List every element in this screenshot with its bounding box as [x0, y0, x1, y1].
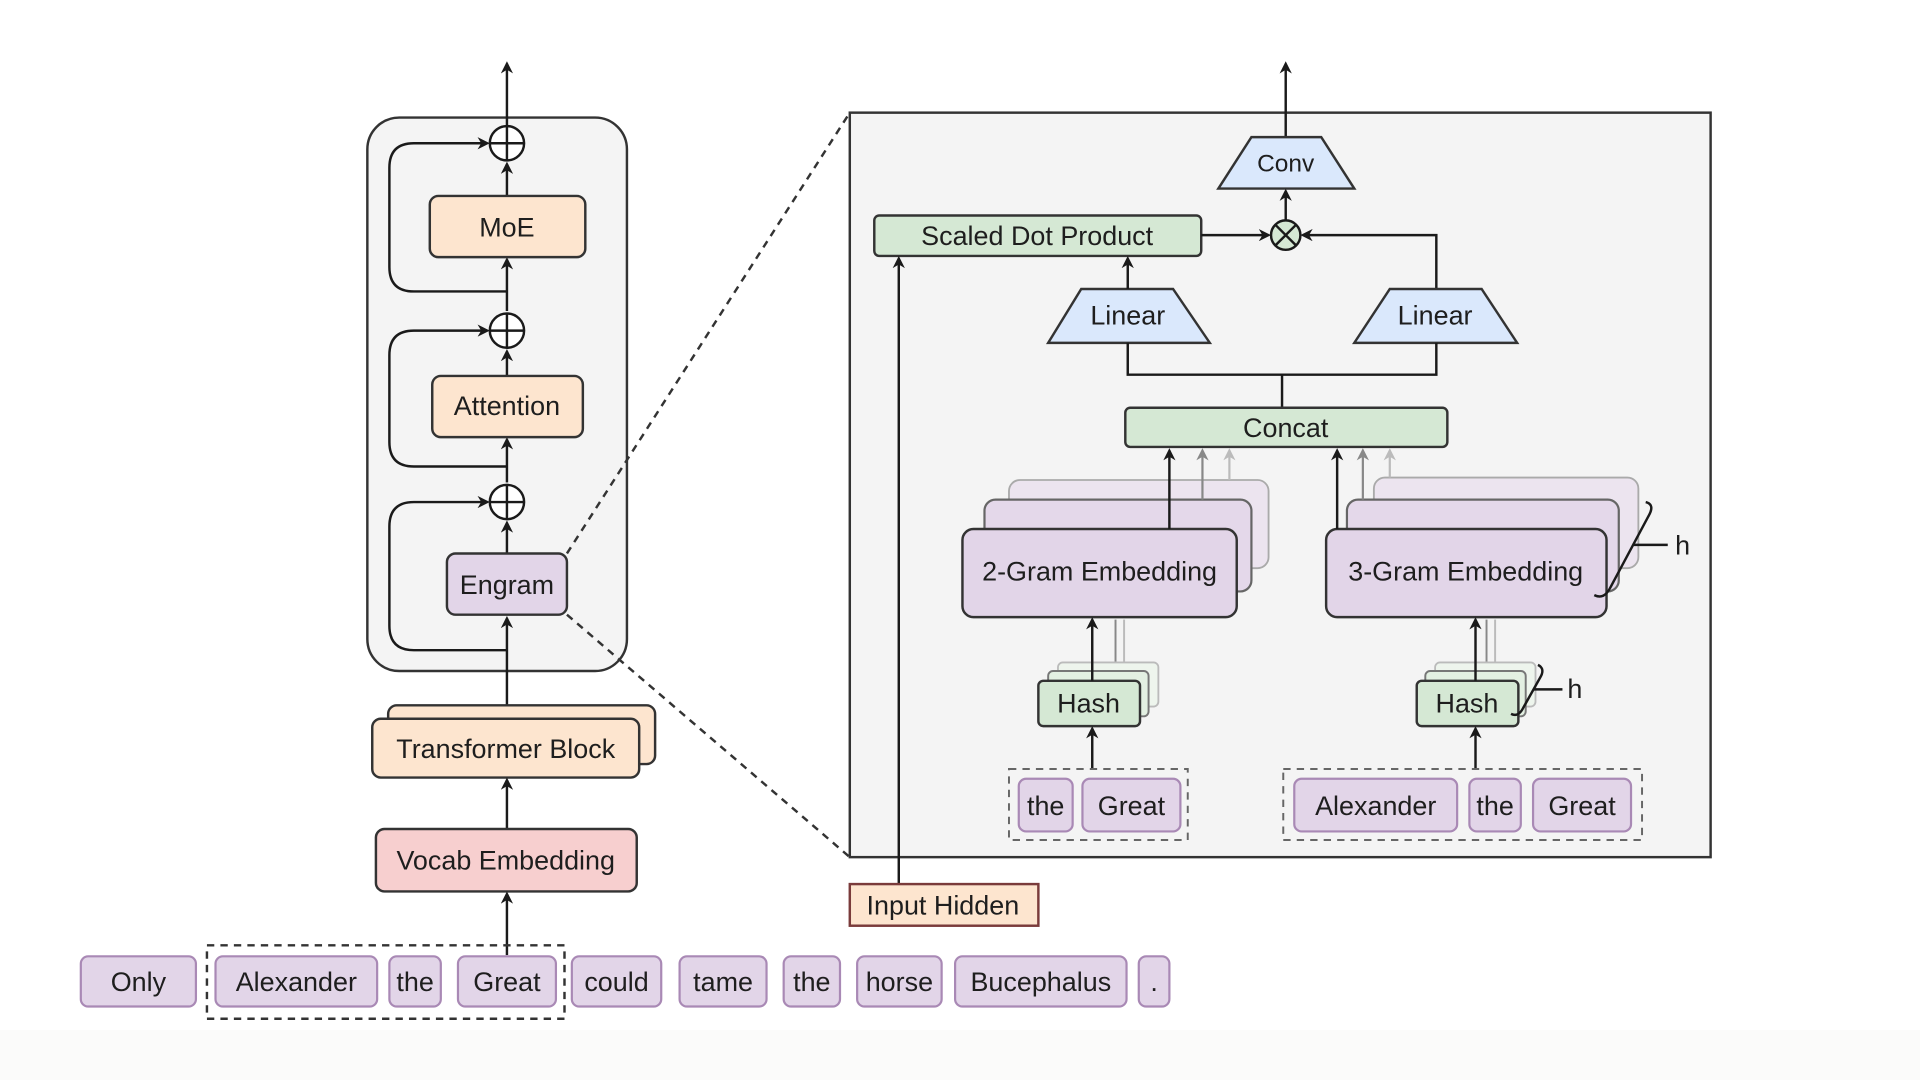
residual-engram [388, 495, 507, 652]
two-gram-token[interactable]: the [1017, 777, 1074, 833]
bottom-band [0, 1030, 1920, 1080]
hash-3gram-label: Hash [1436, 689, 1499, 719]
transformer-block-label: Transformer Block [396, 734, 615, 764]
input-hidden-block[interactable]: Input Hidden [848, 882, 1040, 927]
sentence-token-label: Only [111, 967, 167, 997]
three-gram-token-label: the [1476, 791, 1513, 821]
concat-label: Concat [1243, 413, 1329, 443]
three-gram-token[interactable]: Alexander [1293, 777, 1459, 833]
multiply-node [1269, 219, 1302, 252]
zoom-connector-bottom [566, 613, 851, 859]
sentence-token-label: Great [473, 967, 541, 997]
three-gram-token-label: Great [1548, 791, 1616, 821]
input-sentence: Only Alexander the Great could tame the horse Bu… [79, 944, 1171, 1020]
three-gram-embedding-label: 3-Gram Embedding [1348, 556, 1583, 586]
sentence-token-label: horse [866, 967, 933, 997]
sentence-token-label: Bucephalus [970, 967, 1111, 997]
add-node-2 [488, 312, 526, 349]
add-node-3 [488, 124, 526, 162]
heads-label-hash: h [1567, 674, 1582, 704]
sentence-token-label: the [793, 967, 830, 997]
sentence-token-label: the [396, 967, 433, 997]
sentence-token[interactable]: the [782, 955, 842, 1008]
engram-label: Engram [460, 570, 554, 600]
sentence-token[interactable]: Great [456, 955, 558, 1008]
three-gram-token-window [1282, 768, 1644, 841]
sentence-token[interactable]: . [1137, 955, 1171, 1008]
conv-label: Conv [1257, 150, 1315, 177]
linear-right-label: Linear [1398, 300, 1473, 330]
sentence-token[interactable]: horse [856, 955, 943, 1008]
sentence-token[interactable]: could [570, 955, 663, 1008]
hash-2gram-stack[interactable]: Hash [1037, 619, 1160, 728]
linear-right-block[interactable]: Linear [1352, 287, 1520, 345]
hash-2gram-label: Hash [1057, 689, 1120, 719]
sentence-token[interactable]: tame [678, 955, 768, 1008]
two-gram-token-label: Great [1098, 791, 1166, 821]
residual-moe [388, 137, 507, 293]
three-gram-token[interactable]: the [1468, 777, 1522, 833]
sentence-token[interactable]: Alexander [214, 955, 379, 1008]
hash-3gram-stack[interactable]: Hash [1415, 619, 1537, 728]
residual-attention [388, 324, 507, 468]
three-gram-token[interactable]: Great [1531, 777, 1633, 833]
sentence-token-label: tame [693, 967, 753, 997]
heads-brace-hash: h [1510, 663, 1582, 717]
two-gram-token[interactable]: Great [1081, 777, 1182, 833]
sentence-token[interactable]: the [388, 955, 442, 1008]
sentence-token-label: could [584, 967, 648, 997]
two-gram-token-label: the [1027, 791, 1064, 821]
sentence-token[interactable]: Only [79, 955, 198, 1008]
conv-block[interactable]: Conv [1216, 135, 1357, 190]
add-node-1 [488, 483, 526, 521]
scaled-dot-product-block[interactable]: Scaled Dot Product [873, 214, 1203, 258]
linear-left-block[interactable]: Linear [1045, 287, 1213, 345]
scaled-dot-product-label: Scaled Dot Product [921, 221, 1153, 251]
attention-block[interactable]: Attention [431, 374, 585, 439]
concat-block[interactable]: Concat [1124, 406, 1449, 449]
moe-label: MoE [479, 212, 534, 242]
sentence-token-label: Alexander [236, 967, 357, 997]
heads-label-embedding: h [1675, 531, 1690, 561]
two-gram-embedding-label: 2-Gram Embedding [982, 556, 1217, 586]
vocab-embedding-block[interactable]: Vocab Embedding [374, 827, 638, 893]
input-hidden-label: Input Hidden [867, 891, 1020, 921]
heads-brace-embedding: h [1593, 500, 1690, 598]
three-gram-token-label: Alexander [1315, 791, 1436, 821]
transformer-layer: MoE Attention Engram [366, 61, 629, 717]
vocab-embedding-label: Vocab Embedding [396, 845, 615, 875]
engram-detail-panel: Conv Scaled Dot Product Linear Linear [848, 61, 1712, 859]
ngram-window-highlight [205, 944, 566, 1020]
linear-left-label: Linear [1090, 300, 1165, 330]
three-gram-embedding-stack[interactable]: 3-Gram Embedding [1324, 448, 1640, 619]
arrow-linear-right-to-mult [1300, 228, 1438, 289]
two-gram-token-window [1007, 768, 1189, 841]
two-gram-embedding-stack[interactable]: 2-Gram Embedding [961, 448, 1270, 619]
moe-block[interactable]: MoE [428, 194, 587, 259]
engram-block[interactable]: Engram [445, 552, 569, 616]
transformer-block[interactable]: Transformer Block [371, 704, 657, 779]
sentence-token-label: . [1150, 967, 1157, 997]
zoom-connector-top [565, 111, 851, 555]
attention-label: Attention [454, 391, 560, 421]
sentence-token[interactable]: Bucephalus [954, 955, 1128, 1008]
